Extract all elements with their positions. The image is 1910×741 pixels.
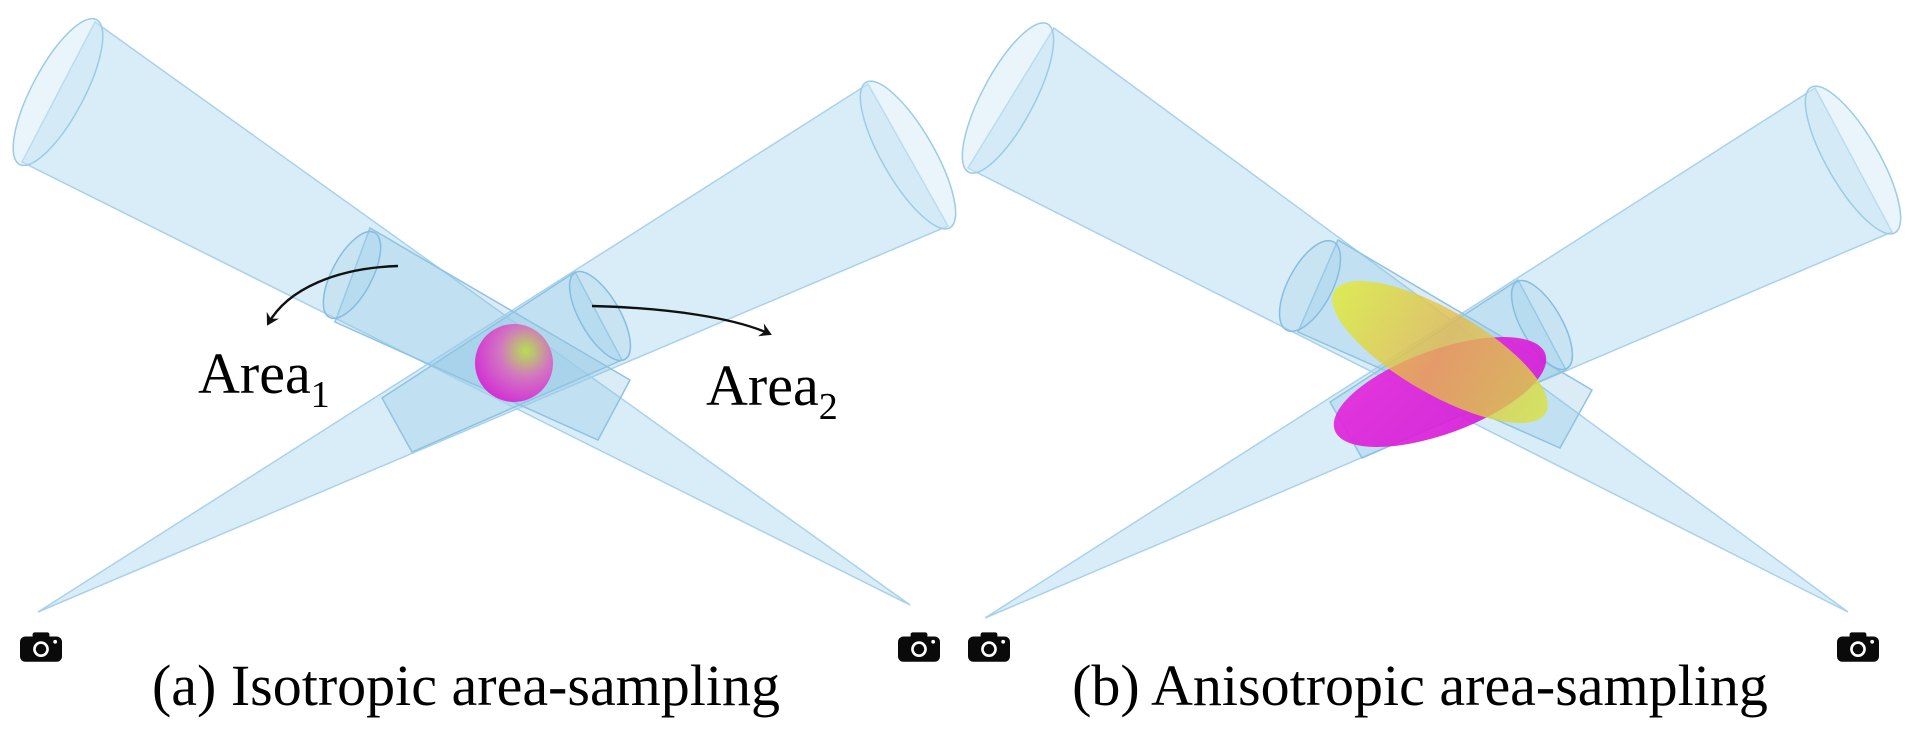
area-band-1 <box>322 226 632 441</box>
caption-b: (b) Anisotropic area-sampling <box>1072 653 1768 718</box>
anisotropic-gaussian-yellow <box>1332 280 1548 424</box>
camera-icon <box>1837 632 1879 662</box>
camera-icon <box>20 632 62 662</box>
area-1-arrow <box>266 264 399 326</box>
caption-a: (a) Isotropic area-sampling <box>152 653 780 718</box>
area-2-label: Area2 <box>706 353 838 428</box>
area-2-arrow <box>591 304 772 337</box>
panel-a: Area1 Area2 (a) Isotropic area-sampling <box>12 17 957 718</box>
camera-icon <box>898 632 940 662</box>
isotropic-gaussian <box>475 324 553 402</box>
camera-icon <box>968 632 1010 662</box>
panel-b: (b) Anisotropic area-sampling <box>961 22 1902 718</box>
area-1-label: Area1 <box>198 341 330 416</box>
